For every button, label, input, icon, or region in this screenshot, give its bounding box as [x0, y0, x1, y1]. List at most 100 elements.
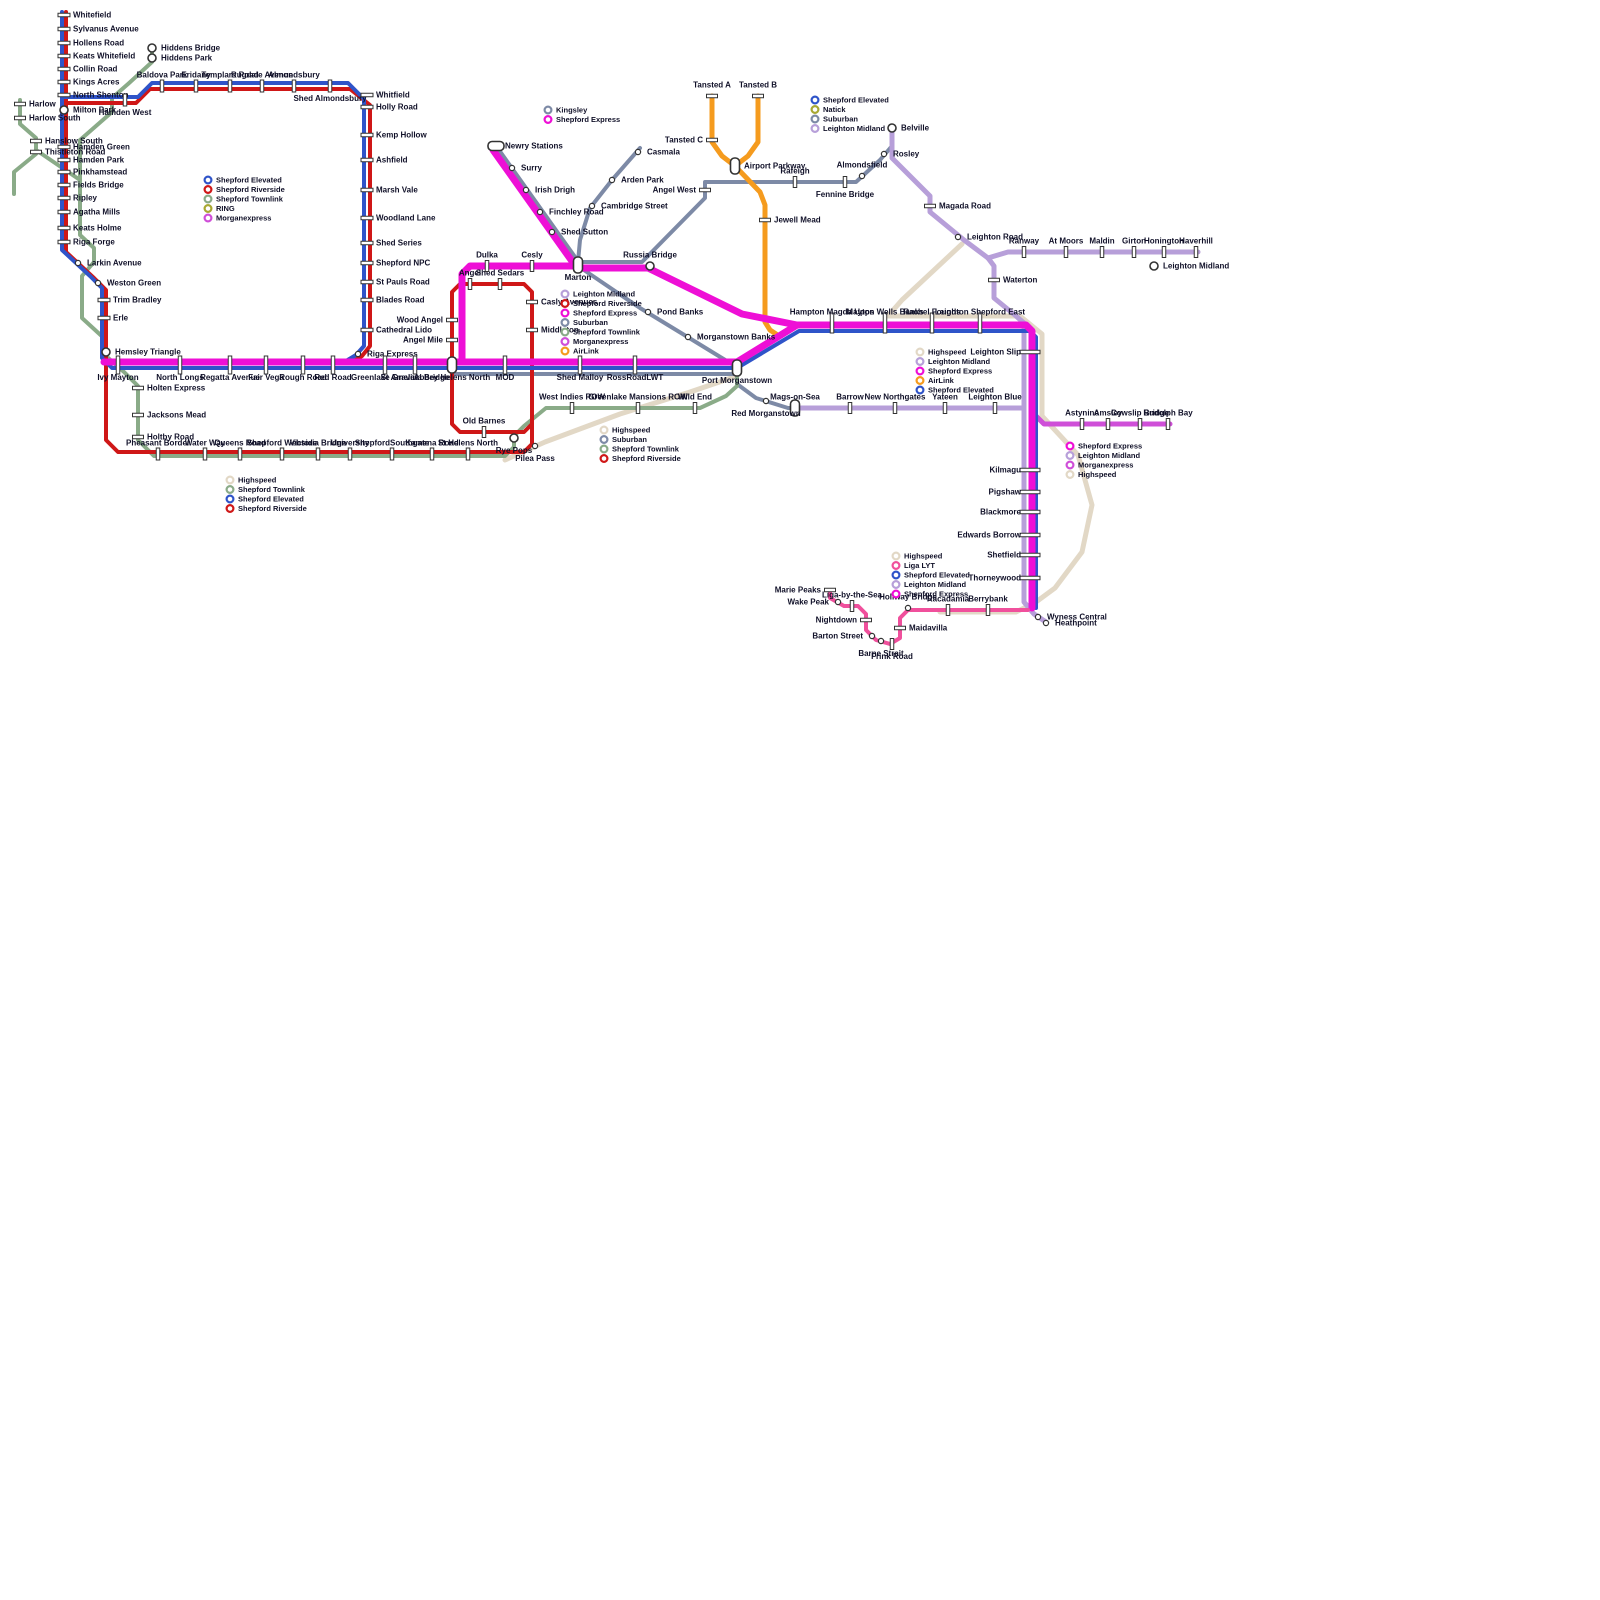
- station-label: Erle: [113, 314, 129, 323]
- legend-line-name: Shepford Townlink: [573, 328, 641, 337]
- station-casmala: Casmala: [634, 148, 680, 157]
- legend-line-name: Shepford Riverside: [612, 454, 681, 463]
- station-tansted-b: Tansted B: [739, 81, 777, 99]
- station-whitefield: Whitefield: [57, 11, 111, 20]
- station-hamden-park: Hamden Park: [57, 156, 125, 165]
- station-label: Leighton Blue: [968, 393, 1022, 402]
- station-honington: Honington: [1144, 237, 1184, 258]
- station-label: St Amelina Bridge: [381, 373, 450, 382]
- legend-line-name: Shepford Elevated: [238, 495, 304, 504]
- station-wake-peak: Wake Peak: [787, 598, 842, 607]
- station-harlow-south: Harlow South: [14, 114, 81, 123]
- station-label: Shed Almondsbury: [293, 94, 367, 103]
- station-kings-acres: Kings Acres: [57, 78, 120, 87]
- station-label: Fair Vega: [248, 373, 284, 382]
- station-magada-road: Magada Road: [924, 202, 991, 211]
- station-label: Yateen: [932, 393, 958, 402]
- station-label: Trim Bradley: [113, 296, 162, 305]
- legend-line-name: Shepford Elevated: [904, 571, 970, 580]
- station-old-barnes: Old Barnes: [463, 417, 506, 438]
- legend-line-name: Liga LYT: [904, 561, 935, 570]
- station-dulka: Dulka: [476, 251, 498, 272]
- station-blades-road: Blades Road: [360, 296, 425, 305]
- station-rachel-founds: Rachel Founds: [903, 308, 961, 334]
- legend-line-swatch: [599, 444, 609, 454]
- legend-line-swatch: [225, 494, 235, 504]
- station-label: Fennine Bridge: [816, 190, 875, 199]
- legend-line-name: Leighton Midland: [573, 290, 635, 299]
- station-leighton-road: Leighton Road: [954, 233, 1023, 242]
- legend-line-name: Shepford Riverside: [573, 299, 642, 308]
- station-keats-holme: Keats Holme: [57, 224, 122, 233]
- station-blackmore: Blackmore: [980, 508, 1041, 517]
- station-at-moors: At Moors: [1049, 237, 1084, 258]
- legend-line-name: Highspeed: [612, 426, 651, 435]
- station-cowslip-bridge: Cowslip Bridge: [1111, 409, 1170, 430]
- station-label: At Moors: [1049, 237, 1084, 246]
- station-hamden-green: Hamden Green: [57, 143, 130, 152]
- station-angel: Angel: [459, 269, 481, 290]
- legend-line-swatch: [203, 175, 213, 185]
- legend-line-name: Leighton Midland: [928, 357, 990, 366]
- station-almondsbury: Almondsbury: [268, 71, 320, 93]
- station-keats-whitefield: Keats Whitefield: [57, 52, 135, 61]
- legend-line-name: Shepford Townlink: [238, 485, 306, 494]
- station-label: Arden Park: [621, 176, 664, 185]
- station-label: Irish Drigh: [535, 186, 575, 195]
- legend-line-name: Shepford Express: [556, 115, 620, 124]
- station-liga-by-the-sea: Liga-by-the-Sea: [822, 591, 883, 612]
- station-label: Cowslip Bridge: [1111, 409, 1170, 418]
- station-label: Amsley: [1094, 409, 1123, 418]
- station-label: Ashfield: [376, 156, 408, 165]
- station-surry: Surry: [508, 164, 542, 173]
- station-label: Cambridge Street: [601, 202, 668, 211]
- station-heathpoint: Heathpoint: [1042, 619, 1097, 628]
- station-thistleton-road: Thistleton Road: [30, 148, 106, 157]
- station-label: Hemsley Triangle: [115, 348, 181, 357]
- station-leighton-midland: Leighton Midland: [1149, 261, 1229, 271]
- station-label: Pond Banks: [657, 308, 704, 317]
- station-label: Riga Express: [367, 350, 418, 359]
- station-mags-on-sea: Mags-on-Sea: [770, 393, 820, 417]
- station-girton: Girton: [1122, 237, 1146, 258]
- station-wild-end: Wild End: [678, 393, 712, 414]
- legend-line-name: Highspeed: [904, 552, 943, 561]
- station-label: Angel: [459, 269, 481, 278]
- station-label: Wake Peak: [787, 598, 829, 607]
- station-label: Weston Green: [107, 279, 161, 288]
- station-label: West Indies ROW: [539, 393, 606, 402]
- legend-line-swatch: [915, 357, 925, 367]
- legend-line-swatch: [560, 327, 570, 337]
- station-label: Surry: [521, 164, 542, 173]
- legend-line-swatch: [543, 114, 553, 124]
- legend-line-swatch: [810, 95, 820, 105]
- station-label: Casmala: [647, 148, 680, 157]
- legend-line-swatch: [891, 570, 901, 580]
- station-label: Pigshaw: [989, 488, 1022, 497]
- station-label: Shed Series: [376, 239, 422, 248]
- station-label: Casly Avenues: [541, 298, 598, 307]
- station-label: Rough Road: [279, 373, 327, 382]
- station-label: Keats Holme: [73, 224, 122, 233]
- legend-line-swatch: [599, 435, 609, 445]
- station-hollway-bridge: Hollway Bridge: [879, 593, 937, 612]
- station-kamena-road: Kamena Road: [405, 439, 459, 461]
- station-label: Finchley Road: [549, 208, 604, 217]
- legend-3: Shepford ElevatedNatickSuburbanLeighton …: [810, 95, 889, 133]
- legend-line-swatch: [891, 560, 901, 570]
- legend-line-name: Shepford Townlink: [612, 445, 680, 454]
- legend-line-swatch: [891, 589, 901, 599]
- station-rossroadlwt: RossRoadLWT: [607, 355, 663, 382]
- station-label: Baldova Park: [137, 71, 188, 80]
- station-rudolph-bay: Rudolph Bay: [1143, 409, 1193, 430]
- station-label: Russia Bridge: [623, 251, 677, 260]
- station-wyness-central: Wyness Central: [1034, 613, 1107, 622]
- station-label: Eridany: [181, 71, 211, 80]
- station-collin-road: Collin Road: [57, 65, 118, 74]
- station-holtby-road: Holtby Road: [132, 433, 194, 442]
- station-riga-forge: Riga Forge: [57, 238, 115, 247]
- station-woodland-lane: Woodland Lane: [360, 214, 436, 223]
